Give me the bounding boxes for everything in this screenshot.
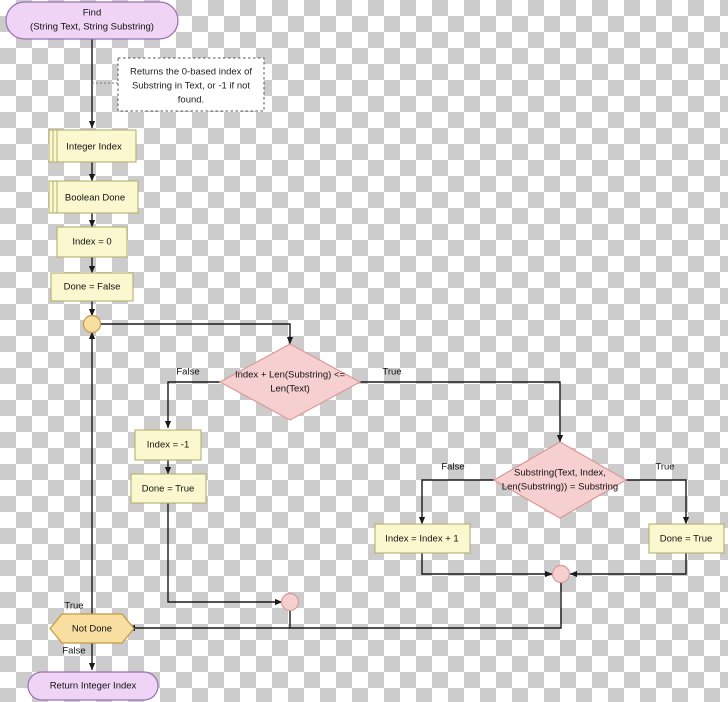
node-init-done[interactable]: Done = False — [50, 272, 134, 302]
node-index-neg1[interactable]: Index = -1 — [134, 429, 202, 461]
node-decision-bounds[interactable]: Index + Len(Substring) <= Len(Text) — [218, 343, 362, 421]
init-done-label: Done = False — [64, 282, 121, 293]
edge-inner-merge-to-loop-test — [127, 582, 562, 632]
node-done-true-right[interactable]: Done = True — [648, 523, 725, 554]
label-bounds-false: False — [176, 367, 199, 378]
edge-done-true-left-to-merge — [167, 503, 283, 606]
declare-index-bars — [52, 130, 58, 162]
increment-index-shape — [374, 523, 471, 554]
node-loop-test[interactable]: Not Done — [49, 613, 135, 644]
comment-line2: Substring in Text, or -1 if not — [132, 81, 250, 92]
start-label-line2: (String Text, String Substring) — [30, 22, 154, 33]
comment-shape — [117, 57, 265, 112]
decision-bounds-line1: Index + Len(Substring) <= — [235, 370, 346, 381]
declare-index-label: Integer Index — [66, 142, 122, 153]
init-index-shape — [56, 226, 128, 258]
node-inner-merge-circle[interactable] — [551, 564, 571, 584]
comment-line1: Returns the 0-based index of — [130, 67, 252, 78]
node-declare-index[interactable]: Integer Index — [48, 129, 137, 163]
node-comment: Returns the 0-based index of Substring i… — [117, 57, 265, 112]
edges-layer — [88, 39, 690, 671]
node-done-true-left[interactable]: Done = True — [130, 473, 207, 504]
inner-merge-shape — [551, 564, 571, 584]
decision-match-line2: Len(Substring)) = Substring — [502, 482, 618, 493]
loop-test-label: Not Done — [72, 624, 112, 635]
edge-loop-merge-to-decision-bounds — [100, 323, 294, 345]
edge-done-true-right-to-inner-merge — [569, 553, 687, 578]
declare-done-bars — [52, 181, 58, 213]
end-shape — [27, 671, 159, 701]
decision-bounds-line2: Len(Text) — [270, 384, 310, 395]
index-neg1-shape — [134, 429, 202, 461]
done-true-right-label: Done = True — [660, 534, 713, 545]
edge-decision-match-false — [418, 479, 494, 525]
label-match-true: True — [655, 462, 674, 473]
comment-line3: found. — [178, 95, 204, 106]
outer-merge-shape — [280, 592, 300, 612]
loop-test-shape — [49, 613, 135, 644]
node-start[interactable]: Find (String Text, String Substring) — [5, 1, 179, 40]
start-shape — [5, 1, 179, 40]
init-index-label: Index = 0 — [72, 237, 111, 248]
label-loop-true: True — [64, 601, 83, 612]
node-declare-done[interactable]: Boolean Done — [48, 180, 139, 214]
edge-increment-to-inner-merge — [421, 553, 553, 578]
node-loop-merge-circle[interactable] — [82, 314, 102, 334]
increment-index-label: Index = Index + 1 — [385, 534, 458, 545]
decision-match-shape — [492, 441, 628, 519]
init-done-shape — [50, 272, 134, 302]
start-label-line1: Find — [83, 8, 101, 19]
edge-decision-bounds-true — [360, 381, 564, 443]
node-end[interactable]: Return Integer Index — [27, 671, 159, 701]
label-loop-false: False — [62, 646, 85, 657]
loop-merge-shape — [82, 314, 102, 334]
edge-labels-layer: False True False True True False — [62, 367, 674, 657]
label-bounds-true: True — [382, 367, 401, 378]
decision-bounds-shape — [218, 343, 362, 421]
done-true-right-shape — [648, 523, 725, 554]
declare-done-label: Boolean Done — [65, 193, 125, 204]
index-neg1-label: Index = -1 — [147, 440, 190, 451]
node-increment-index[interactable]: Index = Index + 1 — [374, 523, 471, 554]
declare-done-shape — [48, 180, 139, 214]
node-decision-match[interactable]: Substring(Text, Index, Len(Substring)) =… — [492, 441, 628, 519]
done-true-left-shape — [130, 473, 207, 504]
edge-decision-bounds-false — [164, 381, 220, 429]
declare-index-shape — [48, 129, 137, 163]
done-true-left-label: Done = True — [142, 484, 195, 495]
node-outer-merge-circle[interactable] — [280, 592, 300, 612]
end-label: Return Integer Index — [50, 681, 137, 692]
label-match-false: False — [441, 462, 464, 473]
edge-decision-match-true — [626, 479, 690, 525]
node-init-index[interactable]: Index = 0 — [56, 226, 128, 258]
decision-match-line1: Substring(Text, Index, — [514, 468, 606, 479]
